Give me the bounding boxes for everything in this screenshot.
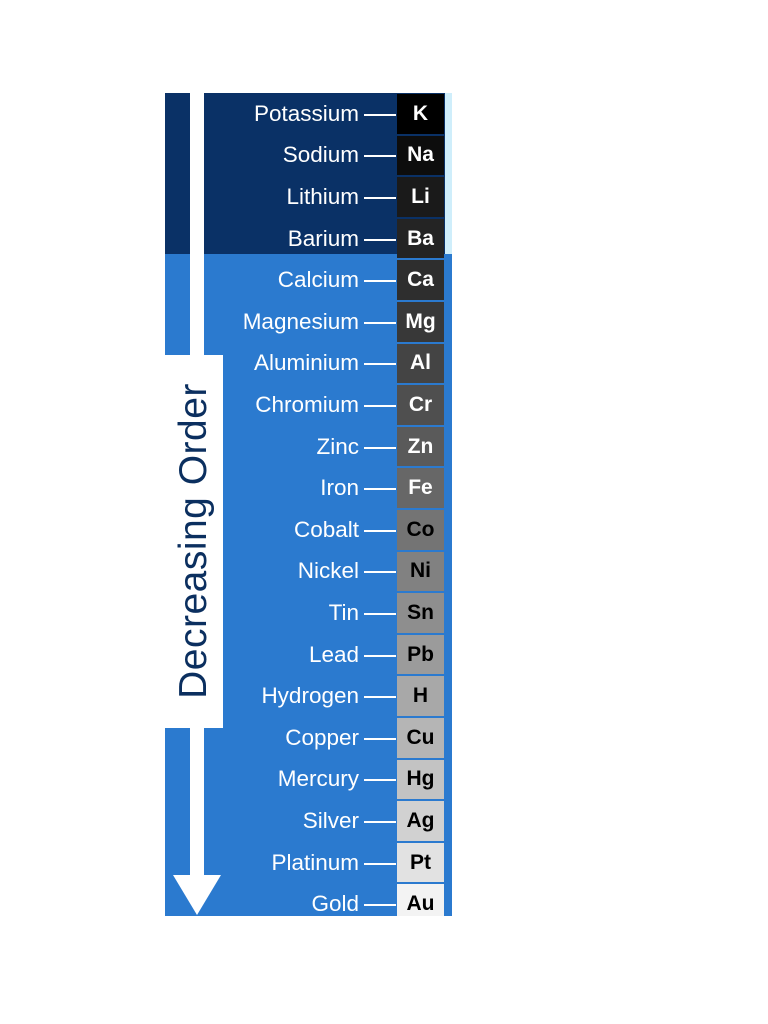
metal-row: Potassium K <box>165 93 452 135</box>
connector-line <box>364 612 396 615</box>
element-symbol-cell: Ca <box>397 260 444 300</box>
element-symbol-cell: Cu <box>397 718 444 758</box>
metal-row: Barium Ba <box>165 218 452 260</box>
metal-name: Calcium <box>277 267 359 293</box>
metal-name: Lithium <box>286 183 359 209</box>
metal-name: Silver <box>302 807 359 833</box>
metal-name: Potassium <box>253 100 359 126</box>
element-symbol-cell: Ni <box>397 551 444 592</box>
element-symbol-cell: Mg <box>397 302 444 342</box>
connector-line <box>364 488 396 491</box>
connector-line <box>364 654 396 657</box>
element-symbol-cell: Co <box>397 510 444 550</box>
metal-row: Nickel Ni <box>165 551 452 593</box>
element-symbol-cell: Na <box>397 135 444 176</box>
element-symbol-cell: H <box>397 676 444 716</box>
metal-name: Cobalt <box>293 516 359 542</box>
connector-line <box>364 280 396 283</box>
metal-name: Iron <box>320 475 359 501</box>
metal-row: Calcium Ca <box>165 259 452 301</box>
element-symbol-cell: Hg <box>397 759 444 800</box>
metal-row: Platinum Pt <box>165 842 452 884</box>
metal-row: Iron Fe <box>165 467 452 509</box>
connector-line <box>364 820 396 823</box>
metal-name: Platinum <box>271 849 359 875</box>
metal-name: Tin <box>328 599 359 625</box>
connector-line <box>364 737 396 740</box>
metal-row: Sodium Na <box>165 135 452 177</box>
element-symbol-cell: Pt <box>397 842 444 883</box>
connector-line <box>364 529 396 532</box>
metal-row: Tin Sn <box>165 592 452 634</box>
edge-highlight <box>445 93 452 254</box>
connector-line <box>364 404 396 407</box>
element-symbol-cell: Ba <box>397 218 444 259</box>
element-symbol-cell: Zn <box>397 426 444 467</box>
connector-line <box>364 571 396 574</box>
connector-line <box>364 696 396 699</box>
metal-name: Sodium <box>282 142 359 168</box>
metal-name: Zinc <box>316 433 359 459</box>
metal-name: Lead <box>308 641 359 667</box>
connector-line <box>364 862 396 865</box>
metal-row: Magnesium Mg <box>165 301 452 343</box>
connector-line <box>364 904 396 907</box>
element-symbol-cell: Fe <box>397 468 444 508</box>
element-symbol-cell: Ag <box>397 801 444 841</box>
connector-line <box>364 155 396 158</box>
metal-row: Chromium Cr <box>165 384 452 426</box>
metal-name: Barium <box>287 225 359 251</box>
element-symbol-cell: Au <box>397 884 444 916</box>
metal-name: Aluminium <box>253 350 359 376</box>
element-symbol-cell: Li <box>397 177 444 217</box>
metal-name: Gold <box>311 891 359 916</box>
connector-line <box>364 113 396 116</box>
metal-row: Lead Pb <box>165 634 452 676</box>
order-label-box <box>165 355 223 728</box>
element-symbol-cell: Pb <box>397 634 444 675</box>
metal-name: Chromium <box>255 391 359 417</box>
metal-row: Aluminium Al <box>165 343 452 385</box>
element-symbol-cell: Al <box>397 343 444 384</box>
element-symbol-cell: Cr <box>397 385 444 425</box>
connector-line <box>364 238 396 241</box>
connector-line <box>364 363 396 366</box>
metal-row: Cobalt Co <box>165 509 452 551</box>
connector-line <box>364 446 396 449</box>
metal-row: Copper Cu <box>165 717 452 759</box>
metal-name: Nickel <box>297 558 359 584</box>
metal-name: Hydrogen <box>261 683 359 709</box>
metal-row: Gold Au <box>165 883 452 916</box>
metal-name: Mercury <box>277 766 359 792</box>
metal-row: Silver Ag <box>165 800 452 842</box>
metal-name: Copper <box>285 724 359 750</box>
connector-line <box>364 779 396 782</box>
metal-row: Zinc Zn <box>165 426 452 468</box>
arrow-down-icon <box>173 875 221 915</box>
connector-line <box>364 321 396 324</box>
element-symbol-cell: Sn <box>397 593 444 633</box>
metal-row: Lithium Li <box>165 176 452 218</box>
metal-row: Hydrogen H <box>165 675 452 717</box>
metal-name: Magnesium <box>242 308 359 334</box>
connector-line <box>364 196 396 199</box>
metal-row: Mercury Hg <box>165 759 452 801</box>
element-symbol-cell: K <box>397 94 444 134</box>
